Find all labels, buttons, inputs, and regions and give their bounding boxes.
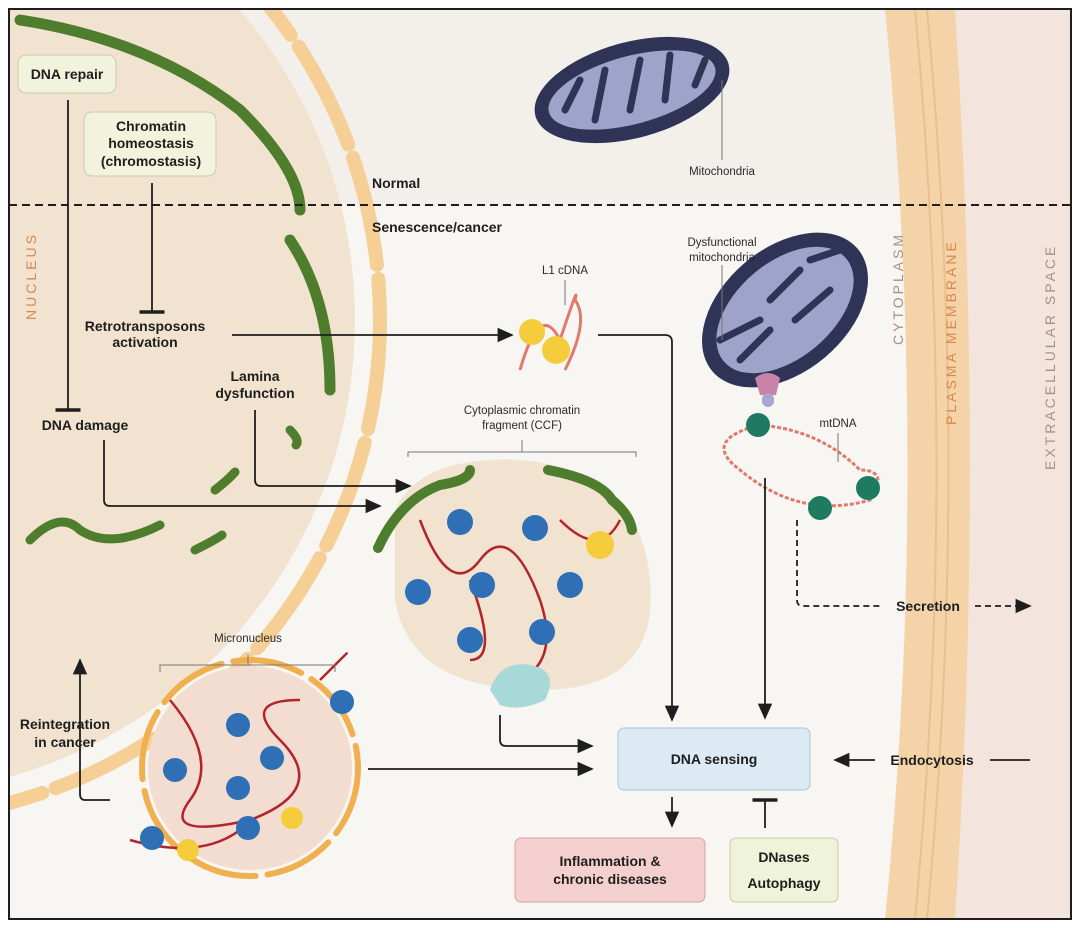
pore-icon (755, 373, 780, 395)
endocytosis-label: Endocytosis (890, 752, 973, 768)
mtdna-label: mtDNA (819, 418, 856, 430)
svg-text:in cancer: in cancer (34, 734, 96, 750)
dna-sensing-box: DNA sensing (617, 727, 811, 791)
senescence-cancer-label: Senescence/cancer (372, 219, 503, 235)
svg-text:chronic diseases: chronic diseases (553, 871, 667, 887)
mtdna-icon (722, 423, 880, 508)
extracellular-space-label: EXTRACELLULAR SPACE (1042, 244, 1058, 470)
cgas-icon (490, 664, 550, 708)
svg-text:DNA sensing: DNA sensing (671, 751, 758, 767)
nucleus-label: NUCLEUS (23, 232, 39, 320)
reintegration-label: Reintegration (20, 716, 110, 732)
svg-text:dysfunction: dysfunction (215, 385, 294, 401)
dysfunctional-mitochondria-label: Dysfunctional (687, 237, 756, 249)
dna-repair-box: DNA repair (17, 54, 117, 94)
ccf-label: Cytoplasmic chromatin (464, 405, 580, 417)
plasma-membrane-label: PLASMA MEMBRANE (943, 239, 959, 425)
nuclear-lamina (14, 14, 336, 396)
micronucleus-label: Micronucleus (214, 633, 282, 645)
retrotransposons-label: Retrotransposons (85, 318, 206, 334)
l1-cdna-label: L1 cDNA (542, 265, 588, 277)
lamina-dysfunction-label: Lamina (230, 368, 279, 384)
dna-damage-label: DNA damage (42, 417, 129, 433)
secretion-label: Secretion (896, 598, 960, 614)
dnases-autophagy-box: DNases Autophagy (729, 837, 839, 903)
chromatin-homeostasis-box: Chromatin homeostasis (chromostasis) (83, 111, 217, 177)
svg-text:DNA repair: DNA repair (31, 66, 104, 82)
nuclear-envelope (9, 9, 387, 811)
extracellular-space (955, 9, 1071, 919)
mitochondria-label: Mitochondria (689, 166, 755, 178)
svg-text:activation: activation (112, 334, 177, 350)
svg-text:DNases: DNases (758, 849, 810, 865)
plasma-membrane (885, 9, 970, 919)
cytoplasm-label: CYTOPLASM (890, 232, 906, 345)
svg-text:Chromatin: Chromatin (116, 118, 186, 134)
nucleosome-icons (405, 509, 583, 653)
svg-text:Autophagy: Autophagy (747, 875, 820, 891)
inflammation-box: Inflammation & chronic diseases (514, 837, 706, 903)
svg-text:fragment (CCF): fragment (CCF) (482, 420, 562, 432)
svg-text:homeostasis: homeostasis (108, 135, 194, 151)
svg-text:mitochondria: mitochondria (689, 252, 755, 264)
svg-text:Inflammation &: Inflammation & (559, 853, 660, 869)
frame (8, 8, 1072, 920)
nucleus (9, 9, 355, 778)
normal-label: Normal (372, 175, 420, 191)
svg-text:(chromostasis): (chromostasis) (101, 153, 201, 169)
